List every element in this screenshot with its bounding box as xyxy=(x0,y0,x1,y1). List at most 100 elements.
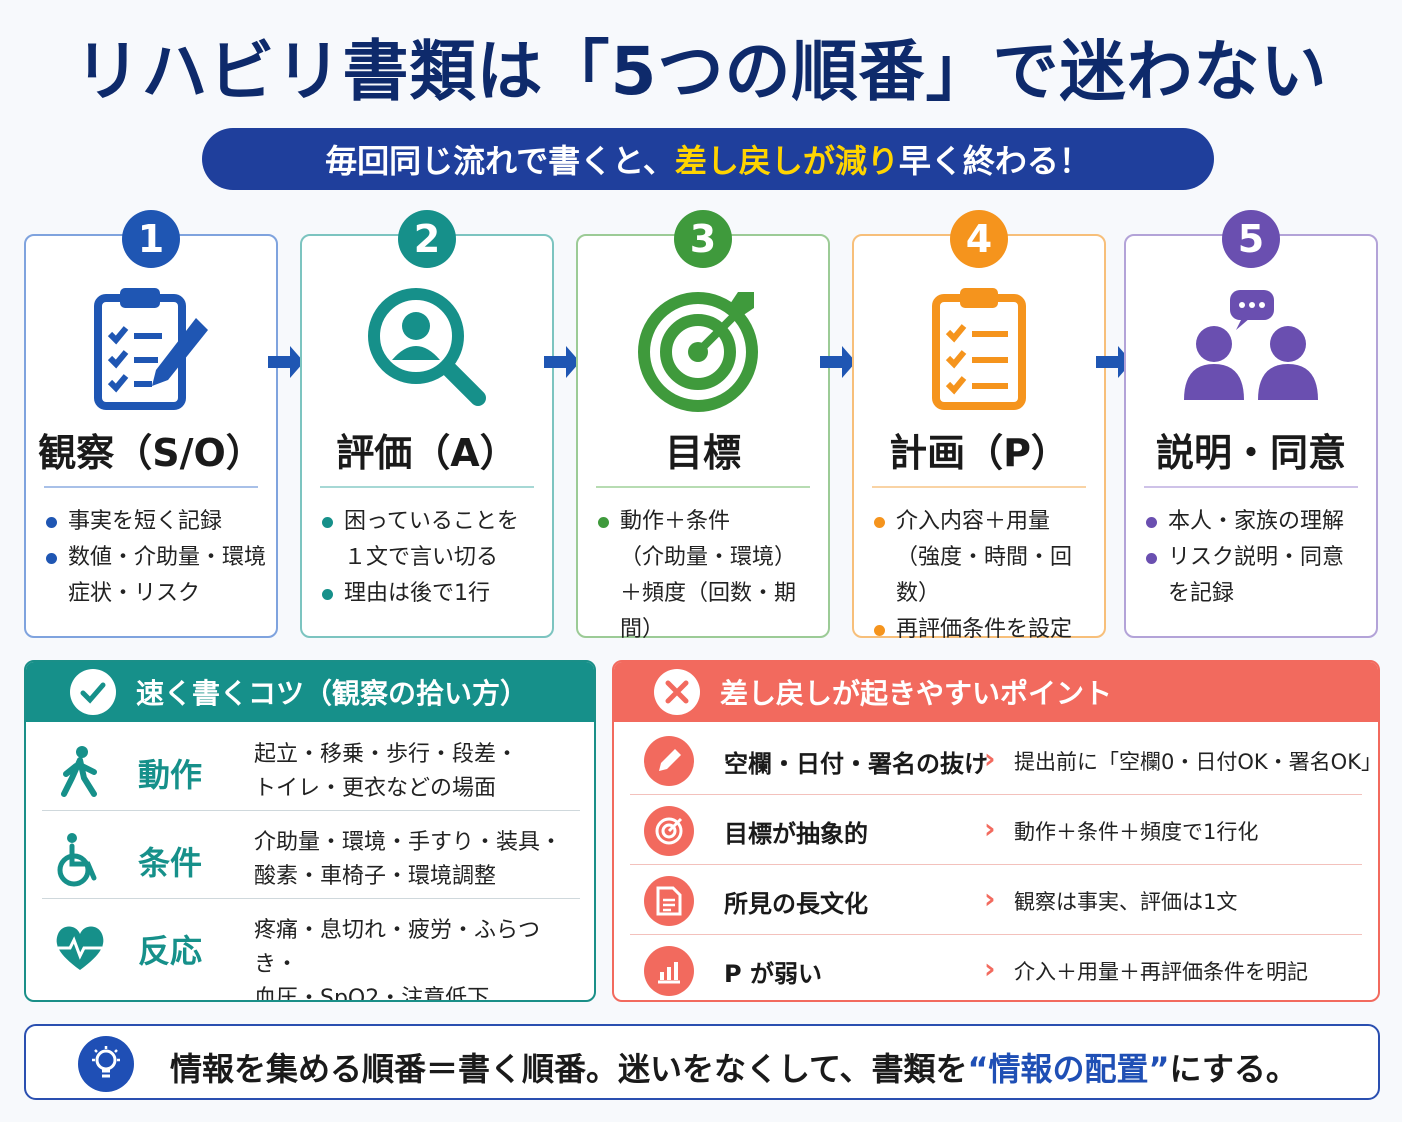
step-label-4: 計画（P） xyxy=(889,431,1069,475)
list-item: 症状・リスク xyxy=(68,581,201,606)
list-item: 理由は後で1行 xyxy=(320,576,542,612)
wheelchair-icon xyxy=(57,833,97,887)
step-card-4: 4 計画（P） 介入内容＋用量 （強度・時間・回数） 再評価条件を設定 xyxy=(852,210,1106,642)
step-number-5: 5 xyxy=(1222,210,1280,268)
step-divider-2 xyxy=(320,486,534,488)
list-item: 数値・介助量・環境 xyxy=(44,540,266,576)
arrow-right-icon xyxy=(544,346,580,378)
chevron-right-icon: › xyxy=(984,952,996,985)
subtitle-banner: 毎回同じ流れで書くと、 差し戻しが減り 早く終わる！ xyxy=(202,128,1214,190)
points-header: 差し戻しが起きやすいポイント xyxy=(614,662,1378,722)
step-divider-5 xyxy=(1144,486,1358,488)
step-list-3: 動作＋条件 （介助量・環境） ＋頻度（回数・期間） xyxy=(596,504,818,648)
step-label-2: 評価（A） xyxy=(336,431,518,475)
close-circle-icon xyxy=(654,669,700,715)
divider xyxy=(630,864,1362,865)
footer-banner: 情報を集める順番＝書く順番。迷いをなくして、書類を“情報の配置”にする。 xyxy=(24,1024,1380,1100)
list-item: 本人・家族の理解 xyxy=(1144,504,1366,540)
step-card-3: 3 目標 動作＋条件 （介助量・環境） ＋頻度（回数・期間） xyxy=(576,210,830,642)
tips-row-name: 動作 xyxy=(138,756,203,794)
footer-text: 情報を集める順番＝書く順番。迷いをなくして、書類を“情報の配置”にする。 xyxy=(170,1050,1298,1088)
subtitle-pre: 毎回同じ流れで書くと、 xyxy=(325,142,675,180)
list-item: 再評価条件を設定 xyxy=(872,612,1094,648)
points-panel: 差し戻しが起きやすいポイント 空欄・日付・署名の抜け › 提出前に「空欄0・日付… xyxy=(612,660,1380,1002)
points-title: 差し戻しが起きやすいポイント xyxy=(720,677,1113,710)
people-talk-icon xyxy=(1126,282,1376,412)
list-item: （強度・時間・回数） xyxy=(896,545,1073,606)
tips-row-desc: 起立・移乗・歩行・段差・トイレ・更衣などの場面 xyxy=(254,742,519,801)
tips-row-desc: 疼痛・息切れ・疲労・ふらつき・血圧・SpO2・注意低下 xyxy=(254,918,541,1002)
points-row-fix: 動作＋条件＋頻度で1行化 xyxy=(1014,820,1259,844)
arrow-right-icon xyxy=(820,346,856,378)
page-title: リハビリ書類は「5つの順番」で迷わない xyxy=(74,33,1328,110)
list-item: 事実を短く記録 xyxy=(44,504,266,540)
step-number-3: 3 xyxy=(674,210,732,268)
list-item: １文で言い切る xyxy=(344,545,499,570)
target-icon xyxy=(578,282,828,412)
tips-header: 速く書くコツ（観察の拾い方） xyxy=(26,662,594,722)
step-number-4: 4 xyxy=(950,210,1008,268)
magnifier-person-icon xyxy=(302,282,552,412)
document-icon xyxy=(644,876,694,926)
points-row: 目標が抽象的 › 動作＋条件＋頻度で1行化 xyxy=(630,796,1362,866)
points-row-fix: 観察は事実、評価は1文 xyxy=(1014,890,1238,914)
tips-title: 速く書くコツ（観察の拾い方） xyxy=(136,677,529,710)
chevron-right-icon: › xyxy=(984,882,996,915)
tips-panel: 速く書くコツ（観察の拾い方） 動作 起立・移乗・歩行・段差・トイレ・更衣などの場… xyxy=(24,660,596,1002)
step-divider-4 xyxy=(872,486,1086,488)
step-card-1: 1 観察（S/O） 事実を短く記録 数値・介助量・環境 症状・リスク xyxy=(24,210,278,638)
clipboard-pen-icon xyxy=(26,282,276,412)
step-label-5: 説明・同意 xyxy=(1155,431,1346,475)
step-list-4: 介入内容＋用量 （強度・時間・回数） 再評価条件を設定 xyxy=(872,504,1094,648)
tips-row-name: 条件 xyxy=(138,844,203,882)
points-row: 所見の長文化 › 観察は事実、評価は1文 xyxy=(630,866,1362,936)
tips-row-name: 反応 xyxy=(138,932,203,970)
step-label-1: 観察（S/O） xyxy=(38,431,264,475)
list-item: リスク説明・同意 xyxy=(1144,540,1366,576)
step-card-2: 2 評価（A） 困っていることを １文で言い切る 理由は後で1行 xyxy=(300,210,554,638)
step-label-3: 目標 xyxy=(664,431,741,475)
tips-row-reaction: 反応 疼痛・息切れ・疲労・ふらつき・血圧・SpO2・注意低下 xyxy=(42,904,580,1000)
steps-flow: 1 観察（S/O） 事実を短く記録 数値・介助量・環境 症状・リスク 2 xyxy=(24,210,1380,642)
step-card-5: 5 説明・同意 本人・家族の理解 リスク説明・同意 を記録 xyxy=(1124,210,1378,638)
check-circle-icon xyxy=(70,669,116,715)
points-row-fix: 提出前に「空欄0・日付OK・署名OK」 xyxy=(1014,750,1380,774)
list-item: 介入内容＋用量 xyxy=(872,504,1094,540)
points-row: P が弱い › 介入＋用量＋再評価条件を明記 xyxy=(630,936,1362,1000)
points-row-name: 目標が抽象的 xyxy=(724,820,868,848)
chevron-right-icon: › xyxy=(984,742,996,775)
lightbulb-icon xyxy=(78,1036,134,1092)
heart-pulse-icon xyxy=(56,926,104,970)
points-row-name: P が弱い xyxy=(724,960,822,988)
points-row: 空欄・日付・署名の抜け › 提出前に「空欄0・日付OK・署名OK」 xyxy=(630,726,1378,796)
target-icon xyxy=(644,806,694,856)
list-item: 動作＋条件 xyxy=(596,504,818,540)
walking-icon xyxy=(61,746,97,797)
subtitle-highlight: 差し戻しが減り xyxy=(674,142,899,180)
step-divider-1 xyxy=(44,486,258,488)
step-number-2: 2 xyxy=(398,210,456,268)
points-row-fix: 介入＋用量＋再評価条件を明記 xyxy=(1014,960,1308,984)
subtitle-post: 早く終わる！ xyxy=(898,142,1091,180)
checklist-icon xyxy=(854,282,1104,412)
step-number-1: 1 xyxy=(122,210,180,268)
points-row-name: 所見の長文化 xyxy=(724,890,868,918)
pencil-icon xyxy=(644,736,694,786)
step-list-5: 本人・家族の理解 リスク説明・同意 を記録 xyxy=(1144,504,1366,612)
bar-chart-icon xyxy=(644,946,694,996)
divider xyxy=(42,810,580,811)
list-item: 困っていることを xyxy=(320,504,542,540)
step-list-1: 事実を短く記録 数値・介助量・環境 症状・リスク xyxy=(44,504,266,612)
arrow-right-icon xyxy=(1096,346,1132,378)
tips-row-condition: 条件 介助量・環境・手すり・装具・酸素・車椅子・環境調整 xyxy=(42,816,580,904)
divider xyxy=(630,934,1362,935)
tips-row-desc: 介助量・環境・手すり・装具・酸素・車椅子・環境調整 xyxy=(254,830,563,889)
list-item: （介助量・環境） xyxy=(620,545,797,570)
tips-row-motion: 動作 起立・移乗・歩行・段差・トイレ・更衣などの場面 xyxy=(42,728,580,816)
chevron-right-icon: › xyxy=(984,812,996,845)
step-list-2: 困っていることを １文で言い切る 理由は後で1行 xyxy=(320,504,542,612)
divider xyxy=(630,794,1362,795)
divider xyxy=(42,898,580,899)
step-divider-3 xyxy=(596,486,810,488)
arrow-right-icon xyxy=(268,346,304,378)
